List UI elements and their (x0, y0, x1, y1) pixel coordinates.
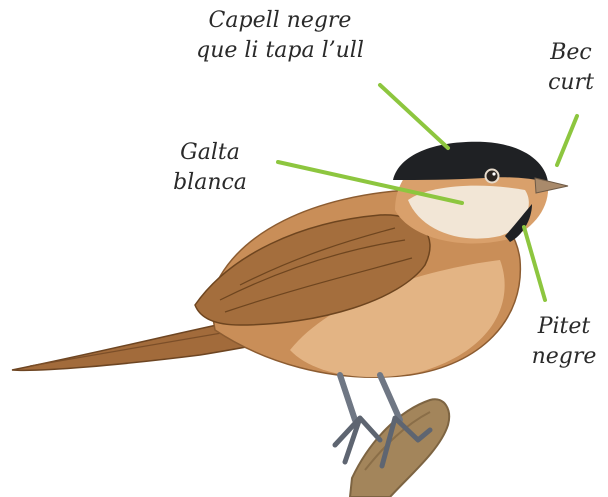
pointer-line-beak (557, 116, 577, 165)
pointer-line-bib (524, 227, 545, 300)
eye (486, 170, 499, 183)
label-beak: Bec curt (538, 38, 604, 98)
black-cap (393, 142, 548, 182)
label-bib-line2: negre (522, 342, 606, 372)
label-cheek-line1: Galta (150, 138, 270, 168)
label-beak-line2: curt (538, 68, 604, 98)
label-cheek-line2: blanca (150, 168, 270, 198)
label-cap: Capell negre que li tapa l’ull (150, 6, 410, 66)
label-cap-line2: que li tapa l’ull (150, 36, 410, 66)
label-beak-line1: Bec (538, 38, 604, 68)
label-bib: Pitet negre (522, 312, 606, 372)
label-cheek: Galta blanca (150, 138, 270, 198)
bird-legs (340, 375, 400, 420)
label-cap-line1: Capell negre (150, 6, 410, 36)
label-bib-line1: Pitet (522, 312, 606, 342)
beak (535, 178, 568, 193)
pointer-line-cap (380, 85, 448, 148)
